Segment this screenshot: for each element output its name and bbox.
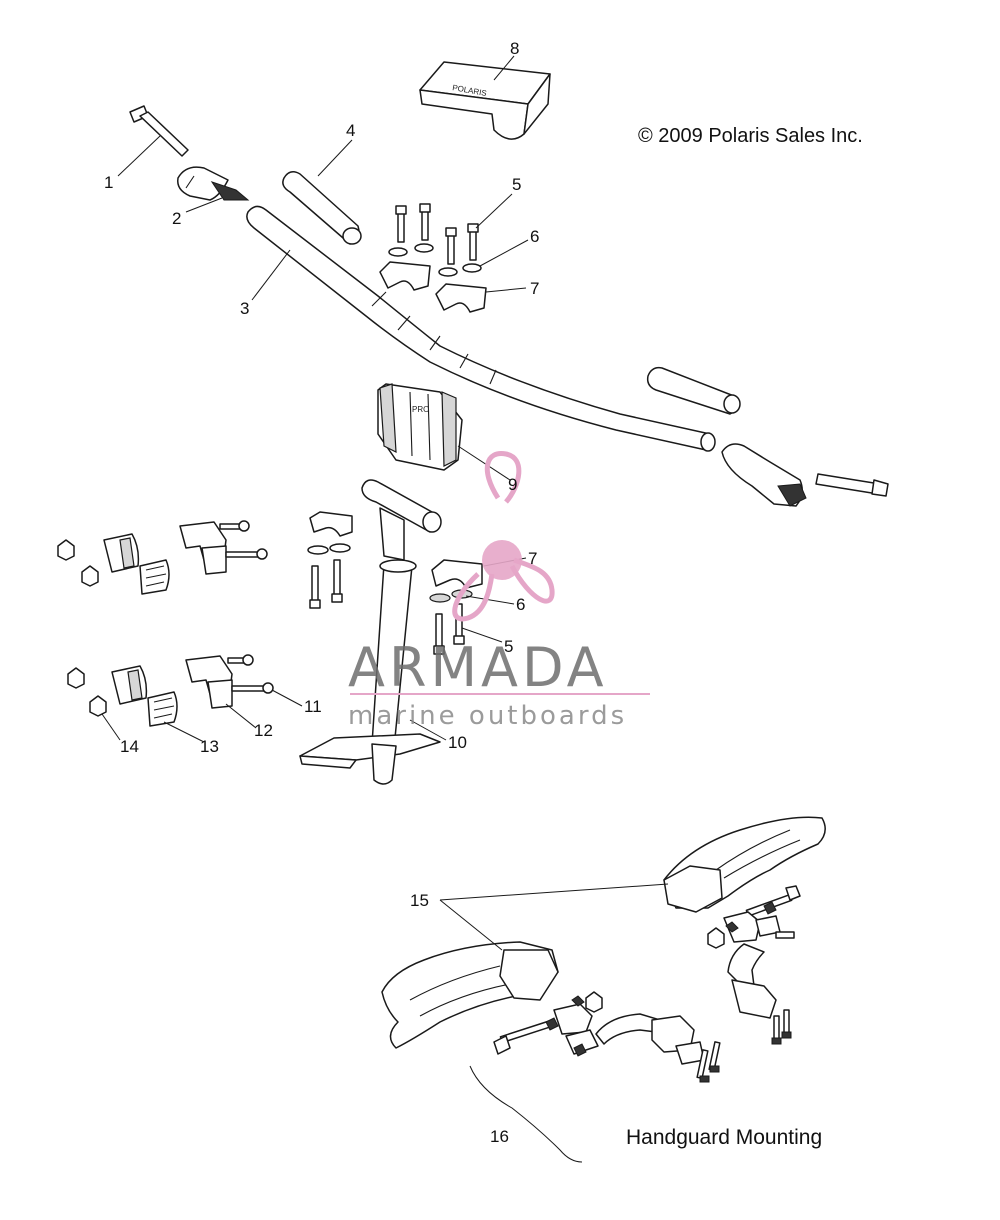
callout-9: 9 <box>508 475 517 494</box>
part-4-grip <box>282 171 362 245</box>
lower-left-clamp <box>307 511 353 609</box>
callout-5: 5 <box>512 175 521 194</box>
mount-assembly-lower <box>67 654 274 727</box>
part-15-right-handguard <box>663 816 826 913</box>
part-8-crossbar-pad: POLARIS <box>419 61 551 140</box>
callout-3: 3 <box>240 299 249 318</box>
svg-text:PRO: PRO <box>412 405 429 414</box>
right-handguard-hardware <box>707 885 801 1045</box>
part-2-bar-end <box>177 166 250 201</box>
mount-assembly-upper <box>57 520 268 595</box>
callout-5-lower: 5 <box>504 637 513 656</box>
upper-clamps <box>379 261 487 313</box>
upper-clamp-washers <box>388 243 482 277</box>
part-3-handlebar <box>246 205 716 452</box>
callout-16: 16 <box>490 1127 509 1146</box>
right-grip <box>646 366 741 415</box>
watermark-title: ARMADA <box>348 636 608 699</box>
watermark-subtitle: marine outboards <box>348 701 627 731</box>
callout-7-lower: 7 <box>528 549 537 568</box>
watermark: ARMADA marine outboards <box>348 451 650 731</box>
callout-2: 2 <box>172 209 181 228</box>
left-handguard-hardware <box>493 991 721 1083</box>
part-14-nut <box>67 667 85 689</box>
callout-1: 1 <box>104 173 113 192</box>
part-11-bolt <box>231 685 265 692</box>
copyright-notice: © 2009 Polaris Sales Inc. <box>638 125 863 147</box>
callout-6-lower: 6 <box>516 595 525 614</box>
callout-10: 10 <box>448 733 467 752</box>
right-bar-end-bolt <box>815 473 889 497</box>
watermark-propeller-icon <box>452 451 555 622</box>
callout-leaders <box>101 55 669 1163</box>
callout-6: 6 <box>530 227 539 246</box>
part-1-bolt <box>129 105 189 157</box>
right-bar-end <box>721 443 807 507</box>
callout-14: 14 <box>120 737 139 756</box>
handguard-mounting-caption: Handguard Mounting <box>626 1126 822 1149</box>
callout-12: 12 <box>254 721 273 740</box>
callout-13: 13 <box>200 737 219 756</box>
callout-4: 4 <box>346 121 355 140</box>
callout-7: 7 <box>530 279 539 298</box>
upper-clamp-bolts <box>395 203 479 265</box>
callout-15: 15 <box>410 891 429 910</box>
callout-8: 8 <box>510 39 519 58</box>
part-10-steering-post <box>299 479 442 785</box>
callout-labels: 1 2 3 4 5 6 7 8 9 7 6 5 10 11 12 13 14 1… <box>104 39 539 1146</box>
callout-11: 11 <box>304 697 322 716</box>
part-15-left-handguard <box>381 941 559 1049</box>
part-9-riser: PRO <box>377 383 463 471</box>
